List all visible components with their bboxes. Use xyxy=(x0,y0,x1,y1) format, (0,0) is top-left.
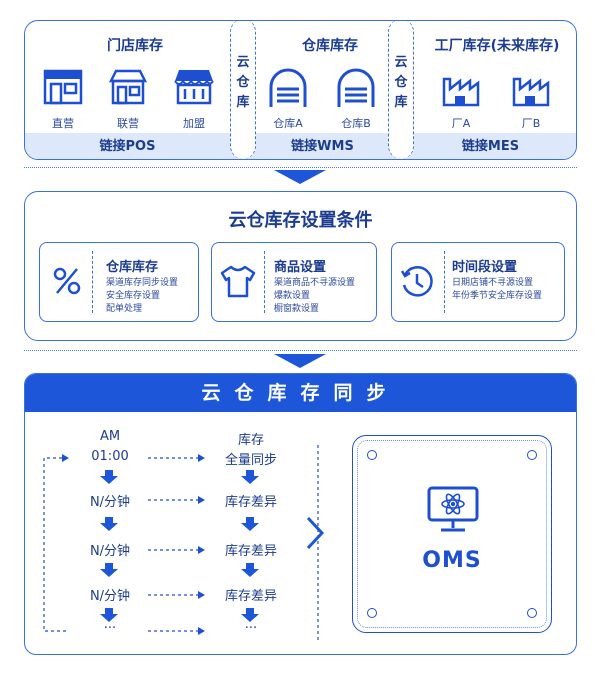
flow-step-right: ··· xyxy=(244,621,258,636)
warehouse-b-icon xyxy=(337,68,375,107)
down-arrow-icon xyxy=(274,170,326,184)
separator xyxy=(24,167,577,168)
oms-panel: OMS xyxy=(352,435,552,633)
warehouse-a-icon xyxy=(269,68,307,107)
oms-label: OMS xyxy=(422,548,482,573)
flow-step-left: N/分钟 xyxy=(89,589,131,604)
card-line: 爆款设置 xyxy=(274,291,311,301)
flow-step-right: 库存差异 xyxy=(224,495,277,510)
warehouse-inventory-title: 仓库库存 xyxy=(302,38,358,54)
flow-step-right: 库存差异 xyxy=(224,544,277,559)
settings-conditions-panel: 云仓库存设置条件 仓库库存 渠道库存同步设置 安全库存设置 配单处理 商品设置 … xyxy=(24,191,577,341)
flow-step-left: 01:00 xyxy=(91,449,129,464)
card-line: 渠道商品不寻源设置 xyxy=(274,278,356,288)
store-item-label: 加盟 xyxy=(183,117,205,130)
flow-step-right: 库存差异 xyxy=(224,589,277,604)
clock-icon xyxy=(400,266,433,297)
separator xyxy=(24,350,577,351)
screw-icon xyxy=(527,608,537,618)
card-line: 年份季节安全库存设置 xyxy=(452,291,543,301)
store-link-label: 链接POS xyxy=(99,139,156,154)
down-arrow-icon xyxy=(274,354,326,368)
card-line: 配单处理 xyxy=(106,304,143,314)
monitor-atom-icon xyxy=(427,486,479,532)
screw-icon xyxy=(367,450,377,460)
factory-item-label: 厂B xyxy=(521,117,541,130)
card-title: 商品设置 xyxy=(274,260,327,275)
card-title: 仓库库存 xyxy=(106,260,159,275)
warehouse-item-label: 仓库B xyxy=(341,117,371,130)
store-franchise-icon xyxy=(174,70,214,105)
screw-icon xyxy=(527,450,537,460)
store-item-label: 联营 xyxy=(117,117,139,130)
screw-icon xyxy=(367,608,377,618)
flow-step-left: N/分钟 xyxy=(89,544,131,559)
warehouse-settings-card: 仓库库存 渠道库存同步设置 安全库存设置 配单处理 xyxy=(39,242,199,322)
flow-step-left: N/分钟 xyxy=(89,495,131,510)
flow-step-right: 全量同步 xyxy=(224,453,277,468)
store-direct-icon xyxy=(43,69,83,105)
product-settings-card: 商品设置 渠道商品不寻源设置 爆款设置 橱窗款设置 xyxy=(211,242,377,322)
inventory-sources-panel: 门店库存 直营 联营 加盟 链接POS 仓库库存 仓库A 仓库B 链接WMS xyxy=(24,20,577,160)
inventory-sync-panel: 云仓库存同步 xyxy=(24,373,577,655)
factory-link-label: 链接MES xyxy=(461,139,520,154)
warehouse-item-label: 仓库A xyxy=(273,117,303,130)
factory-inventory-title: 工厂库存(未来库存) xyxy=(434,38,560,54)
section-header: 云仓库存同步 xyxy=(25,374,576,412)
flow-step-left: ··· xyxy=(103,621,117,636)
factory-b-icon xyxy=(512,77,550,107)
tshirt-icon xyxy=(220,265,256,298)
flow-step-left: AM xyxy=(99,429,121,444)
section-title: 云仓库存设置条件 xyxy=(228,210,373,231)
card-line: 安全库存设置 xyxy=(106,291,161,301)
card-title: 时间段设置 xyxy=(452,260,518,275)
cloud-warehouse-column: 云 仓 库 xyxy=(388,21,414,159)
cloud-warehouse-column: 云 仓 库 xyxy=(230,21,256,159)
card-line: 橱窗款设置 xyxy=(274,304,320,314)
time-settings-card: 时间段设置 日期店铺不寻源设置 年份季节安全库存设置 xyxy=(391,242,565,322)
store-item-label: 直营 xyxy=(52,117,74,130)
card-line: 渠道库存同步设置 xyxy=(106,278,179,288)
percent-icon xyxy=(53,267,81,295)
factory-item-label: 厂A xyxy=(451,117,471,130)
store-inventory-title: 门店库存 xyxy=(107,38,163,54)
factory-a-icon xyxy=(442,77,480,107)
link-bar xyxy=(25,133,576,159)
card-line: 日期店铺不寻源设置 xyxy=(452,278,534,288)
warehouse-link-label: 链接WMS xyxy=(291,139,354,154)
flow-step-right: 库存 xyxy=(237,433,264,448)
store-joint-icon xyxy=(108,69,148,105)
